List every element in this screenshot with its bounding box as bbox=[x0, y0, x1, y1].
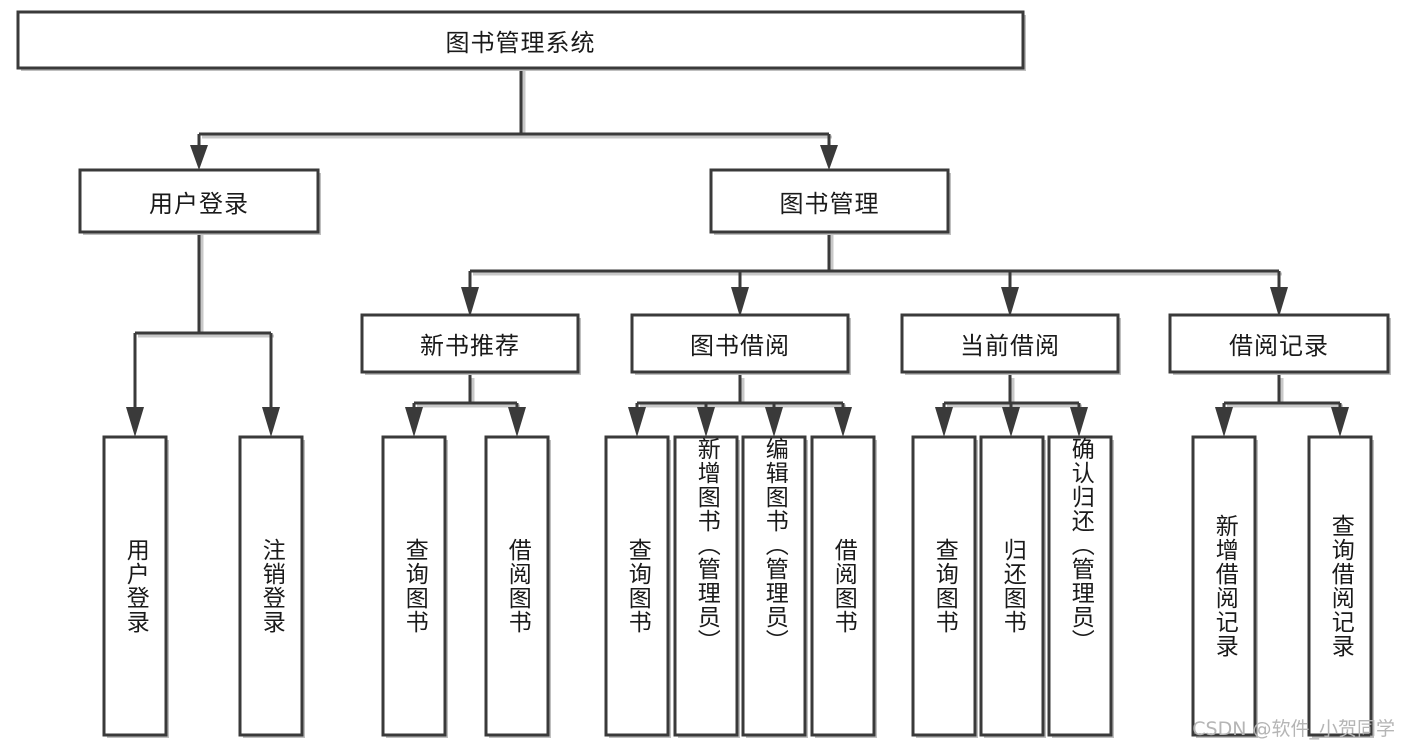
arrow-head-book-manage bbox=[820, 145, 838, 170]
leaf-node[interactable] bbox=[1191, 435, 1258, 738]
arrow-head-br-leaf-2 bbox=[1331, 407, 1349, 437]
leaf-node[interactable] bbox=[741, 435, 808, 738]
node-new-book-recommend[interactable] bbox=[360, 313, 581, 375]
arrow-head-br-leaf-1 bbox=[1215, 407, 1233, 437]
arrow-head-bb-leaf-3 bbox=[765, 407, 783, 437]
leaf-node[interactable] bbox=[484, 435, 551, 738]
node-root[interactable] bbox=[16, 10, 1026, 71]
leaf-node[interactable] bbox=[979, 435, 1046, 738]
arrow-head-cb-leaf-1 bbox=[935, 407, 953, 437]
leaf-node[interactable] bbox=[238, 435, 305, 738]
arrow-head-leaf-user-login bbox=[126, 407, 144, 437]
arrow-head-cb-leaf-3 bbox=[1070, 407, 1088, 437]
leaf-node[interactable] bbox=[1307, 435, 1374, 738]
connector-group-book-manage bbox=[461, 232, 1288, 317]
arrow-head-borrow-record bbox=[1270, 287, 1288, 317]
arrow-head-bb-leaf-2 bbox=[697, 407, 715, 437]
arrow-head-current-borrow bbox=[1001, 287, 1019, 317]
arrow-head-bb-leaf-4 bbox=[834, 407, 852, 437]
connector-group-current-borrow bbox=[935, 375, 1088, 437]
node-user-login[interactable] bbox=[78, 168, 321, 235]
arrow-head-nbr-leaf-1 bbox=[405, 407, 423, 437]
connector-group-new-book-recommend bbox=[405, 375, 526, 437]
arrow-head-nbr-leaf-2 bbox=[508, 407, 526, 437]
node-book-manage[interactable] bbox=[709, 168, 951, 235]
leaf-node[interactable] bbox=[381, 435, 448, 738]
leaf-node[interactable] bbox=[673, 435, 740, 738]
arrow-head-cb-leaf-2 bbox=[1002, 407, 1020, 437]
arrow-head-user-login bbox=[190, 145, 208, 170]
leaf-node[interactable] bbox=[810, 435, 877, 738]
leaf-node[interactable] bbox=[604, 435, 671, 738]
leaf-node[interactable] bbox=[911, 435, 978, 738]
node-book-borrow[interactable] bbox=[630, 313, 851, 375]
connector-group-borrow-record bbox=[1215, 375, 1349, 437]
leaf-node[interactable] bbox=[1047, 435, 1114, 738]
node-current-borrow[interactable] bbox=[900, 313, 1121, 375]
leaf-node[interactable] bbox=[102, 435, 169, 738]
arrow-head-leaf-logout bbox=[262, 407, 280, 437]
arrow-head-new-book bbox=[461, 287, 479, 317]
connector-group-book-borrow bbox=[628, 375, 852, 437]
arrow-head-bb-leaf-1 bbox=[628, 407, 646, 437]
connector-group-root-to-level1 bbox=[190, 68, 838, 170]
node-borrow-record[interactable] bbox=[1168, 313, 1391, 375]
arrow-head-book-borrow bbox=[731, 287, 749, 317]
connector-group-user-login bbox=[126, 232, 280, 437]
